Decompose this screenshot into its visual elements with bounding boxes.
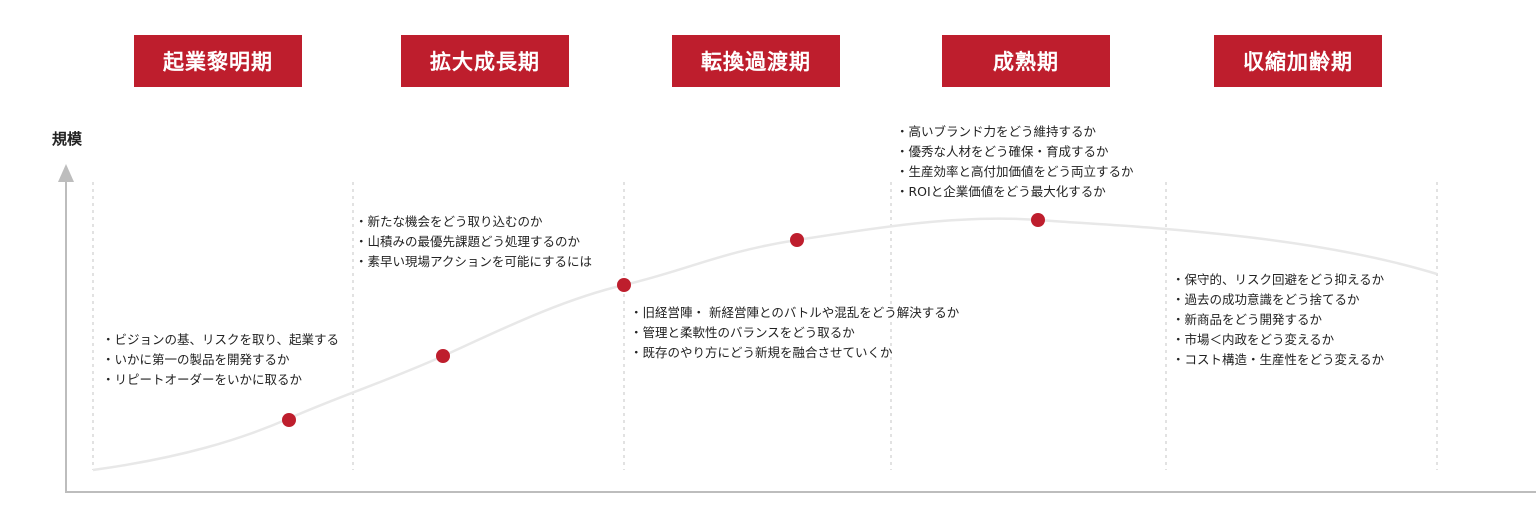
note-item: ・優秀な人材をどう確保・育成するか: [896, 144, 1109, 159]
point-3: [617, 278, 631, 292]
phase-header-2: 拡大成長期: [401, 35, 569, 87]
note-item: ・山積みの最優先課題どう処理するのか: [355, 234, 581, 249]
note-item: ・ビジョンの基、リスクを取り、起業する: [102, 332, 340, 347]
phase-notes-3: ・旧経営陣・ 新経営陣とのバトルや混乱をどう解決するか ・管理と柔軟性のバランス…: [630, 303, 959, 363]
axes: [58, 164, 1536, 493]
note-item: ・新たな機会をどう取り込むのか: [355, 214, 543, 229]
y-axis-label: 規模: [52, 130, 83, 148]
note-item: ・過去の成功意識をどう捨てるか: [1172, 292, 1360, 307]
note-item: ・旧経営陣・ 新経営陣とのバトルや混乱をどう解決するか: [630, 305, 960, 320]
note-item: ・市場＜内政をどう変えるか: [1172, 332, 1335, 347]
note-item: ・既存のやり方にどう新規を融合させていくか: [630, 345, 893, 360]
note-item: ・コスト構造・生産性をどう変えるか: [1172, 352, 1385, 367]
point-1: [282, 413, 296, 427]
note-item: ・ROIと企業価値をどう最大化するか: [896, 184, 1106, 199]
note-item: ・管理と柔軟性のバランスをどう取るか: [630, 325, 855, 340]
phase-header-4: 成熟期: [942, 35, 1110, 87]
curve-points: [282, 213, 1045, 427]
note-item: ・生産効率と高付加価値をどう両立するか: [896, 164, 1134, 179]
note-item: ・高いブランド力をどう維持するか: [896, 124, 1097, 139]
phase-notes-5: ・保守的、リスク回避をどう抑えるか ・過去の成功意識をどう捨てるか ・新商品をど…: [1172, 270, 1384, 370]
phase-notes-4: ・高いブランド力をどう維持するか ・優秀な人材をどう確保・育成するか ・生産効率…: [896, 122, 1134, 202]
note-item: ・素早い現場アクションを可能にするには: [355, 254, 593, 269]
phase-notes-2: ・新たな機会をどう取り込むのか ・山積みの最優先課題どう処理するのか ・素早い現…: [355, 212, 592, 272]
note-item: ・保守的、リスク回避をどう抑えるか: [1172, 272, 1385, 287]
note-item: ・リピートオーダーをいかに取るか: [102, 372, 303, 387]
phase-header-3: 転換過渡期: [672, 35, 840, 87]
point-4: [790, 233, 804, 247]
phase-notes-1: ・ビジョンの基、リスクを取り、起業する ・いかに第一の製品を開発するか ・リピー…: [102, 330, 339, 390]
point-2: [436, 349, 450, 363]
phase-header-1: 起業黎明期: [134, 35, 302, 87]
point-5: [1031, 213, 1045, 227]
note-item: ・いかに第一の製品を開発するか: [102, 352, 290, 367]
phase-header-5: 収縮加齢期: [1214, 35, 1382, 87]
y-axis-arrow-icon: [58, 164, 74, 182]
phase-dividers: [92, 182, 1438, 470]
note-item: ・新商品をどう開発するか: [1172, 312, 1323, 327]
